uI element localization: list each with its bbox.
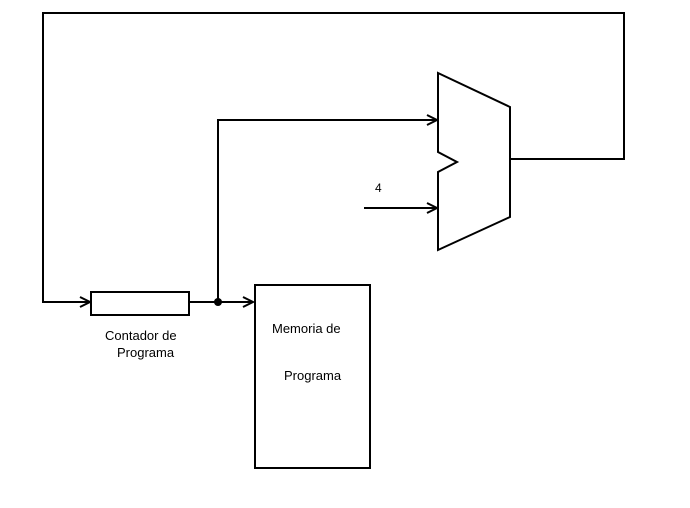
program-counter-register xyxy=(90,291,190,316)
pc-to-adder-wire xyxy=(217,120,437,302)
memory-label-line1: Memoria de xyxy=(272,321,341,336)
junction-dot xyxy=(214,298,222,306)
pc-label-line1: Contador de xyxy=(105,328,177,343)
adder-block xyxy=(437,71,511,252)
program-memory-block xyxy=(254,284,371,469)
pc-label-line2: Programa xyxy=(117,345,175,360)
memory-label-line2: Programa xyxy=(284,368,342,383)
feedback-wire xyxy=(42,12,625,302)
constant-input-label: 4 xyxy=(375,181,382,195)
